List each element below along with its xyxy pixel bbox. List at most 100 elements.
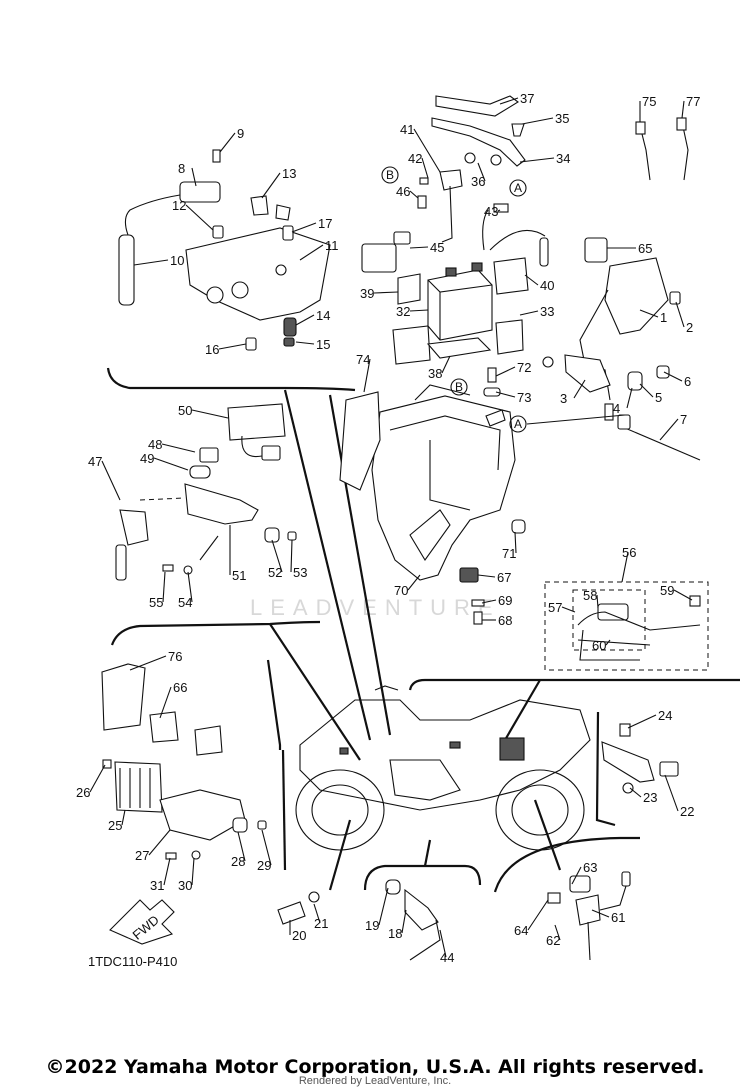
leader-line-34 [519, 157, 555, 163]
leader-line-61 [591, 909, 610, 918]
callout-26: 26 [76, 785, 90, 800]
callout-8: 8 [178, 161, 185, 176]
callout-75: 75 [642, 94, 656, 109]
callout-72: 72 [517, 360, 531, 375]
leader-line-8 [191, 167, 197, 187]
leader-line-4 [626, 387, 633, 409]
callout-12: 12 [172, 198, 186, 213]
ref-mark-b-top-label: B [386, 168, 394, 182]
leader-line-52 [271, 539, 283, 573]
callout-71: 71 [502, 546, 516, 561]
leader-line-57 [561, 606, 576, 613]
callout-14: 14 [316, 308, 330, 323]
callout-30: 30 [178, 878, 192, 893]
callout-46: 46 [396, 184, 410, 199]
callout-4: 4 [613, 401, 620, 416]
callout-52: 52 [268, 565, 282, 580]
callout-25: 25 [108, 818, 122, 833]
leader-line-18 [401, 909, 407, 934]
rendered-by-note: Rendered by LeadVenture, Inc. [298, 1075, 452, 1087]
leader-line-43 [497, 209, 501, 212]
leader-line-10 [133, 259, 169, 266]
leader-line-16 [218, 343, 247, 350]
callout-60: 60 [592, 638, 606, 653]
leader-line-62 [554, 924, 561, 941]
leader-line-24 [627, 714, 657, 729]
callout-61: 61 [611, 910, 625, 925]
callout-44: 44 [440, 950, 454, 965]
callout-76: 76 [168, 649, 182, 664]
leader-line-37 [499, 97, 519, 105]
callout-57: 57 [548, 600, 562, 615]
ref-mark-a-box [509, 415, 527, 433]
leader-line-54 [187, 571, 193, 603]
callout-23: 23 [643, 790, 657, 805]
callout-13: 13 [282, 166, 296, 181]
callout-2: 2 [686, 320, 693, 335]
leader-line-1 [639, 309, 659, 318]
leader-line-30 [191, 857, 195, 886]
leader-line-59 [673, 589, 693, 601]
leader-line-45 [409, 246, 429, 249]
leader-line-7 [659, 418, 679, 441]
battery-assembly [361, 95, 549, 365]
leader-line-74 [363, 358, 371, 393]
callout-73: 73 [517, 390, 531, 405]
callout-74: 74 [356, 352, 370, 367]
ref-mark-a-top-label: A [514, 181, 522, 195]
callout-27: 27 [135, 848, 149, 863]
callout-6: 6 [684, 374, 691, 389]
leader-line-46 [409, 190, 419, 199]
callout-36: 36 [471, 174, 485, 189]
leader-line-31 [163, 857, 171, 886]
rectifier-assembly [101, 663, 267, 860]
callout-67: 67 [497, 570, 511, 585]
fwd-arrow-icon: FWD [109, 899, 175, 945]
callout-labels: 1234567891011121314151617181920212223242… [76, 91, 700, 965]
callout-17: 17 [318, 216, 332, 231]
callout-70: 70 [394, 583, 408, 598]
leader-line-39 [373, 291, 399, 294]
leader-line-50 [191, 409, 229, 419]
leader-line-28 [237, 831, 246, 862]
leader-line-19 [378, 887, 389, 926]
callout-68: 68 [498, 613, 512, 628]
leader-line-64 [527, 899, 549, 931]
ref-mark-b-top [381, 166, 399, 184]
callout-22: 22 [680, 804, 694, 819]
callout-31: 31 [150, 878, 164, 893]
callout-34: 34 [556, 151, 570, 166]
callout-9: 9 [237, 126, 244, 141]
callout-21: 21 [314, 916, 328, 931]
reference-marks: A B B A [381, 166, 626, 433]
callout-51: 51 [232, 568, 246, 583]
callout-62: 62 [546, 933, 560, 948]
callout-58: 58 [583, 588, 597, 603]
callout-45: 45 [430, 240, 444, 255]
leader-line-9 [219, 132, 236, 153]
callout-16: 16 [205, 342, 219, 357]
leader-line-44 [439, 929, 447, 958]
leader-line-15 [295, 341, 315, 345]
leader-line-41 [413, 128, 441, 173]
callout-41: 41 [400, 122, 414, 137]
leader-line-55 [162, 571, 166, 603]
leader-line-67 [477, 574, 496, 578]
leader-line-36 [477, 162, 486, 182]
leader-line-47 [101, 460, 121, 501]
leader-line-3 [573, 379, 586, 399]
leader-lines [89, 97, 693, 958]
leader-line-71 [514, 531, 517, 554]
callout-28: 28 [231, 854, 245, 869]
callout-37: 37 [520, 91, 534, 106]
callout-32: 32 [396, 304, 410, 319]
ref-mark-b-box-label: B [455, 380, 463, 394]
sub-harness [544, 581, 709, 671]
callout-49: 49 [140, 451, 154, 466]
callout-56: 56 [622, 545, 636, 560]
callout-40: 40 [540, 278, 554, 293]
leader-line-33 [519, 310, 539, 316]
ref-mark-b-box [450, 378, 468, 396]
leader-line-29 [261, 829, 272, 866]
atv-silhouette [295, 685, 591, 851]
